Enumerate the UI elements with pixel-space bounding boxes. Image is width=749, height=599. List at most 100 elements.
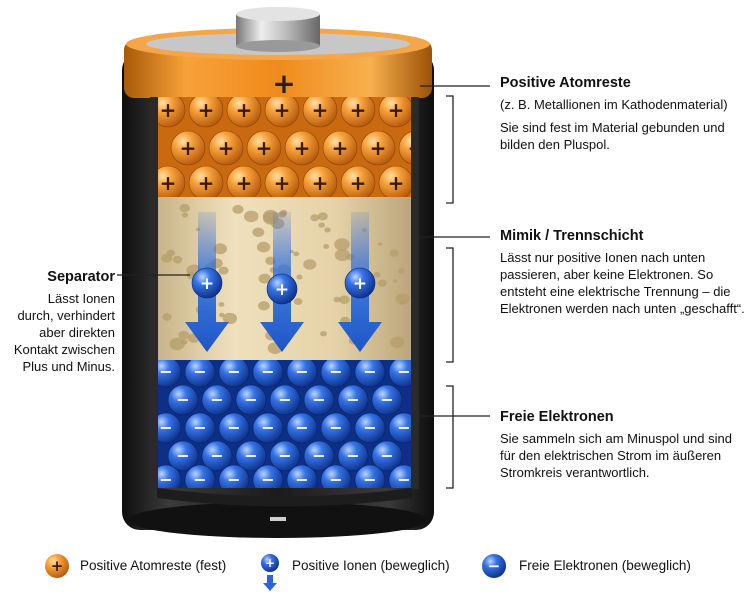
foam-pore xyxy=(317,212,328,221)
positive-atom xyxy=(188,165,224,197)
free-electron xyxy=(269,440,301,472)
positive-atom-symbol: + xyxy=(180,136,197,160)
free-electron xyxy=(371,384,403,416)
positive-ion-symbol: + xyxy=(200,274,214,294)
free-electron xyxy=(337,440,369,472)
free-electron-symbol: − xyxy=(159,470,172,489)
legend-electron-icon xyxy=(482,554,506,578)
positive-terminal-symbol: + xyxy=(272,67,295,100)
positive-atoms-text: Sie sind fest im Material gebunden und b… xyxy=(500,120,725,152)
free-electron-symbol: − xyxy=(295,418,308,437)
legend-arrow-down-icon xyxy=(263,575,277,591)
free-electron xyxy=(184,360,216,388)
negative-terminal-marker xyxy=(270,517,286,521)
foam-pore xyxy=(162,313,172,321)
positive-atom xyxy=(360,130,396,166)
free-electron-symbol: − xyxy=(397,470,410,489)
positive-atom-symbol: + xyxy=(370,136,387,160)
positive-atom-symbol: + xyxy=(236,98,253,122)
free-electron xyxy=(388,412,412,444)
free-electron-symbol: − xyxy=(244,446,257,465)
foam-pore xyxy=(161,253,173,263)
svg-text:+: + xyxy=(265,556,275,570)
free-electron xyxy=(286,412,318,444)
free-electron-symbol: − xyxy=(380,446,393,465)
free-electron xyxy=(320,412,352,444)
positive-atom xyxy=(302,97,338,128)
foam-pore xyxy=(398,268,405,274)
foam-pore xyxy=(293,251,300,257)
free-electron-symbol: − xyxy=(312,390,325,409)
foam-pore xyxy=(395,293,410,305)
positive-atom-symbol: + xyxy=(274,98,291,122)
svg-text:+: + xyxy=(51,557,64,575)
foam-pore xyxy=(333,296,341,303)
foam-pore xyxy=(334,238,350,251)
free-electron-symbol: − xyxy=(210,390,223,409)
positive-atom xyxy=(398,131,412,165)
free-electron-symbol: − xyxy=(380,390,393,409)
positive-atom xyxy=(157,97,186,128)
positive-atom xyxy=(264,165,300,197)
foam-pore xyxy=(296,274,303,280)
positive-atom xyxy=(340,97,376,128)
legend-positive-ion-icon xyxy=(261,554,279,572)
positive-atom-symbol: + xyxy=(274,171,291,195)
free-electron xyxy=(252,412,284,444)
foam-pore xyxy=(377,242,383,246)
free-electron xyxy=(388,464,412,488)
separator-title: Separator xyxy=(47,269,115,285)
mimik-label: Mimik / Trennschicht Lässt nur positive … xyxy=(500,227,745,317)
free-electron-symbol: − xyxy=(278,446,291,465)
positive-atom xyxy=(264,97,300,128)
positive-atom xyxy=(246,130,282,166)
free-electron-symbol: − xyxy=(363,418,376,437)
foam-pore xyxy=(339,295,350,305)
positive-atom xyxy=(340,165,376,197)
foam-pore xyxy=(172,255,183,264)
free-electron-symbol: − xyxy=(244,390,257,409)
positive-atom-symbol: + xyxy=(388,171,405,195)
free-electron xyxy=(252,464,284,488)
positive-ion-symbol: + xyxy=(275,280,289,300)
free-electron xyxy=(303,384,335,416)
foam-pore xyxy=(252,227,265,237)
free-electrons-title: Freie Elektronen xyxy=(500,409,614,425)
positive-atom xyxy=(188,97,224,128)
foam-pore xyxy=(178,330,190,340)
free-electrons-text: Sie sammeln sich am Minuspol und sind fü… xyxy=(500,431,732,480)
free-electron-particles: −−−−−−−−−−−−−−−−−−−−−−−−−−−−−−−−−−−−−− xyxy=(157,360,412,489)
free-electron xyxy=(354,464,386,488)
positive-ion-symbol: + xyxy=(353,274,367,294)
positive-atom-symbol: + xyxy=(312,171,329,195)
mimik-text: Lässt nur positive Ionen nach unten pass… xyxy=(500,250,745,316)
legend-positive-ions: Positive Ionen (beweglich) xyxy=(292,558,450,573)
free-electron-symbol: − xyxy=(261,418,274,437)
foam-pore xyxy=(181,212,189,218)
foam-pore xyxy=(219,312,225,318)
free-electron xyxy=(157,412,182,444)
free-electron xyxy=(354,360,386,388)
svg-text:−: − xyxy=(488,557,501,575)
free-electron xyxy=(184,412,216,444)
free-electron xyxy=(303,440,335,472)
free-electron xyxy=(286,464,318,488)
free-electron-symbol: − xyxy=(227,362,240,381)
positive-atoms-title: Positive Atomreste xyxy=(500,75,631,91)
free-electron-symbol: − xyxy=(193,362,206,381)
legend-free-electrons: Freie Elektronen (beweglich) xyxy=(519,558,691,573)
mimik-title: Mimik / Trennschicht xyxy=(500,228,644,244)
free-electron-symbol: − xyxy=(346,446,359,465)
free-electron xyxy=(201,440,233,472)
foam-pore xyxy=(318,222,326,228)
foam-pore xyxy=(222,312,238,325)
positive-atoms-subtitle: (z. B. Metallionen im Kathodenmaterial) xyxy=(500,97,728,112)
positive-atom xyxy=(284,130,320,166)
positive-atom-symbol: + xyxy=(332,136,349,160)
positive-atom-particles: +++++++++++++++++++++ xyxy=(157,97,412,197)
free-electron-symbol: − xyxy=(329,362,342,381)
foam-pore xyxy=(213,243,228,255)
free-electron-symbol: − xyxy=(397,362,410,381)
free-electron-symbol: − xyxy=(176,390,189,409)
free-electron xyxy=(157,464,182,488)
